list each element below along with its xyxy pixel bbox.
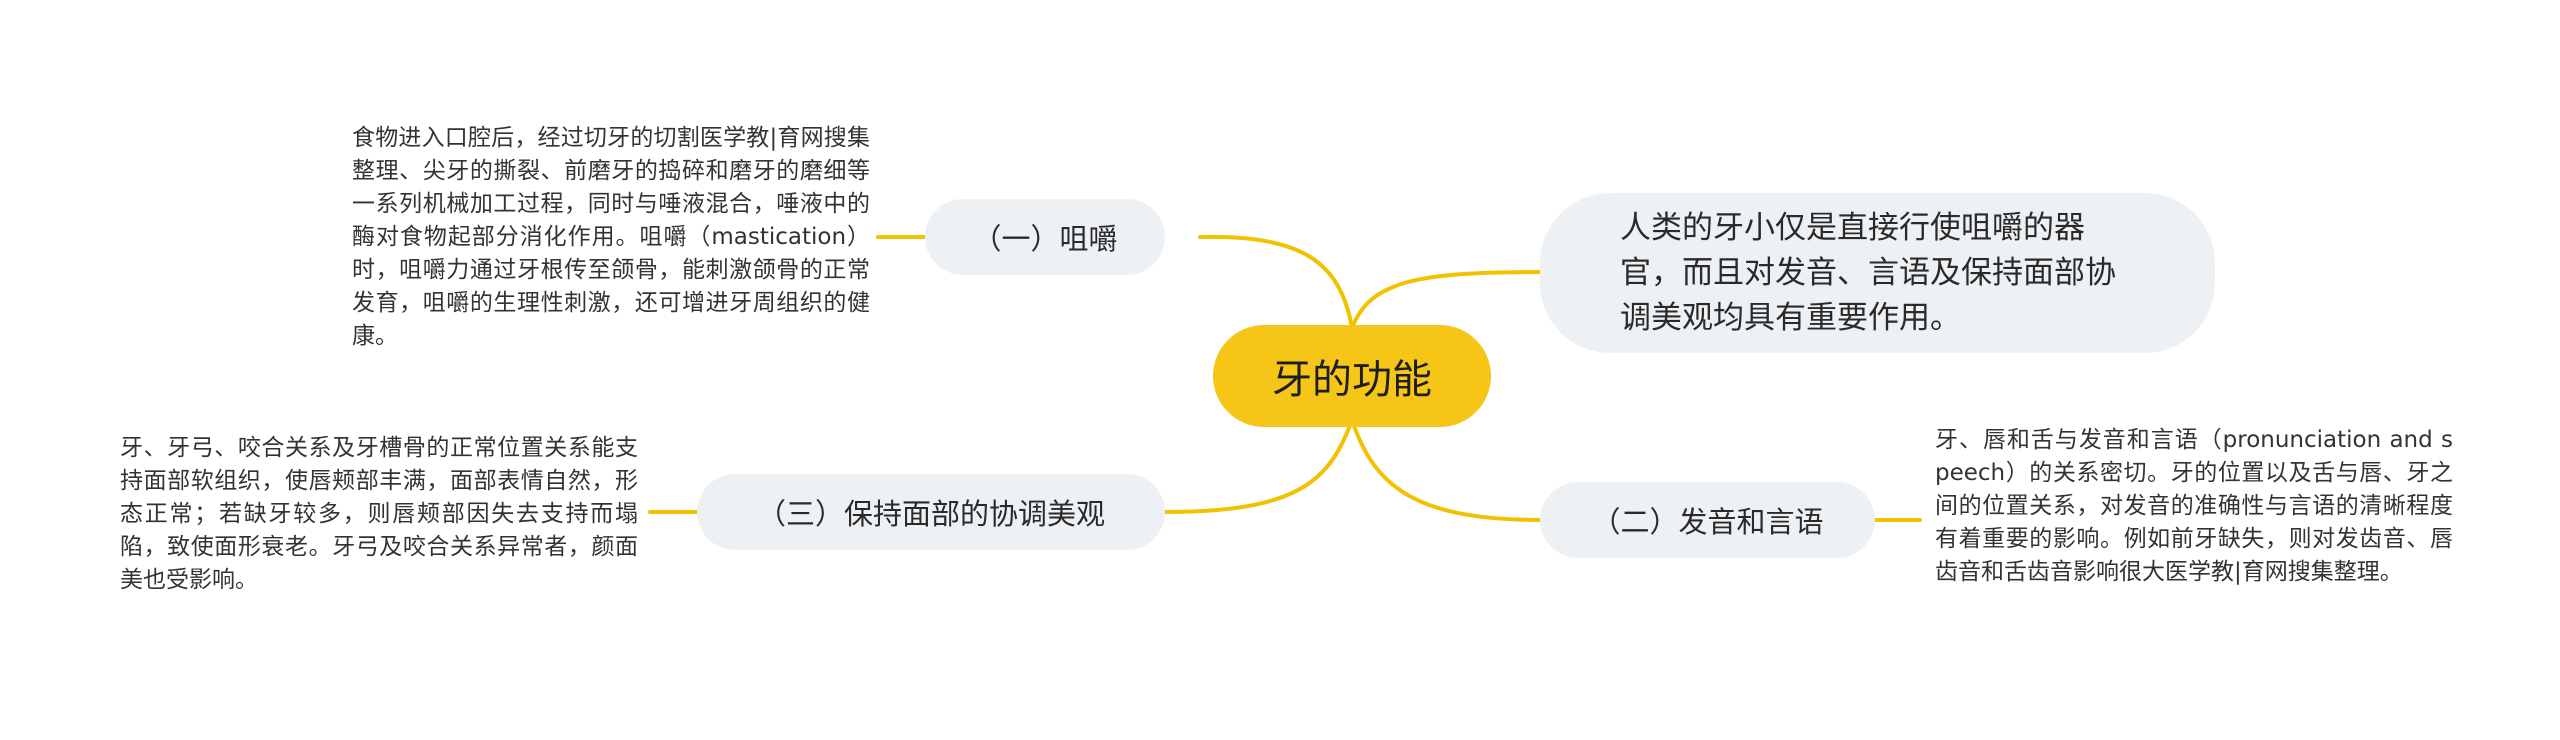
branch-speech-label: （二）发音和言语 (1591, 505, 1824, 539)
link-root-intro (1350, 270, 1544, 330)
branch-speech[interactable]: （二）发音和言语 (1540, 482, 1875, 558)
root-topic-label: 牙的功能 (1272, 357, 1432, 403)
branch-chewing-label: （一）咀嚼 (972, 222, 1118, 256)
branch-face-label: （三）保持面部的协调美观 (756, 497, 1105, 531)
link-root-chewing (1198, 234, 1354, 330)
root-topic[interactable]: 牙的功能 (1213, 325, 1491, 427)
branch-intro-label: 人类的牙小仅是直接行使咀嚼的器官，而且对发音、言语及保持面部协调美观均具有重要作… (1620, 209, 2116, 336)
chewing-detail-text: 食物进入口腔后，经过切牙的切割医学教|育网搜集整理、尖牙的撕裂、前磨牙的捣碎和磨… (352, 125, 870, 349)
branch-chewing[interactable]: （一）咀嚼 (925, 199, 1165, 275)
branch-face[interactable]: （三）保持面部的协调美观 (697, 474, 1165, 550)
link-root-face (1163, 418, 1354, 514)
speech-detail-text: 牙、唇和舌与发音和言语（pronunciation and speech）的关系… (1935, 427, 2453, 585)
link-root-speech (1350, 418, 1544, 522)
face-detail-text: 牙、牙弓、咬合关系及牙槽骨的正常位置关系能支持面部软组织，使唇颊部丰满，面部表情… (120, 435, 638, 593)
branch-intro[interactable]: 人类的牙小仅是直接行使咀嚼的器官，而且对发音、言语及保持面部协调美观均具有重要作… (1540, 193, 2215, 353)
